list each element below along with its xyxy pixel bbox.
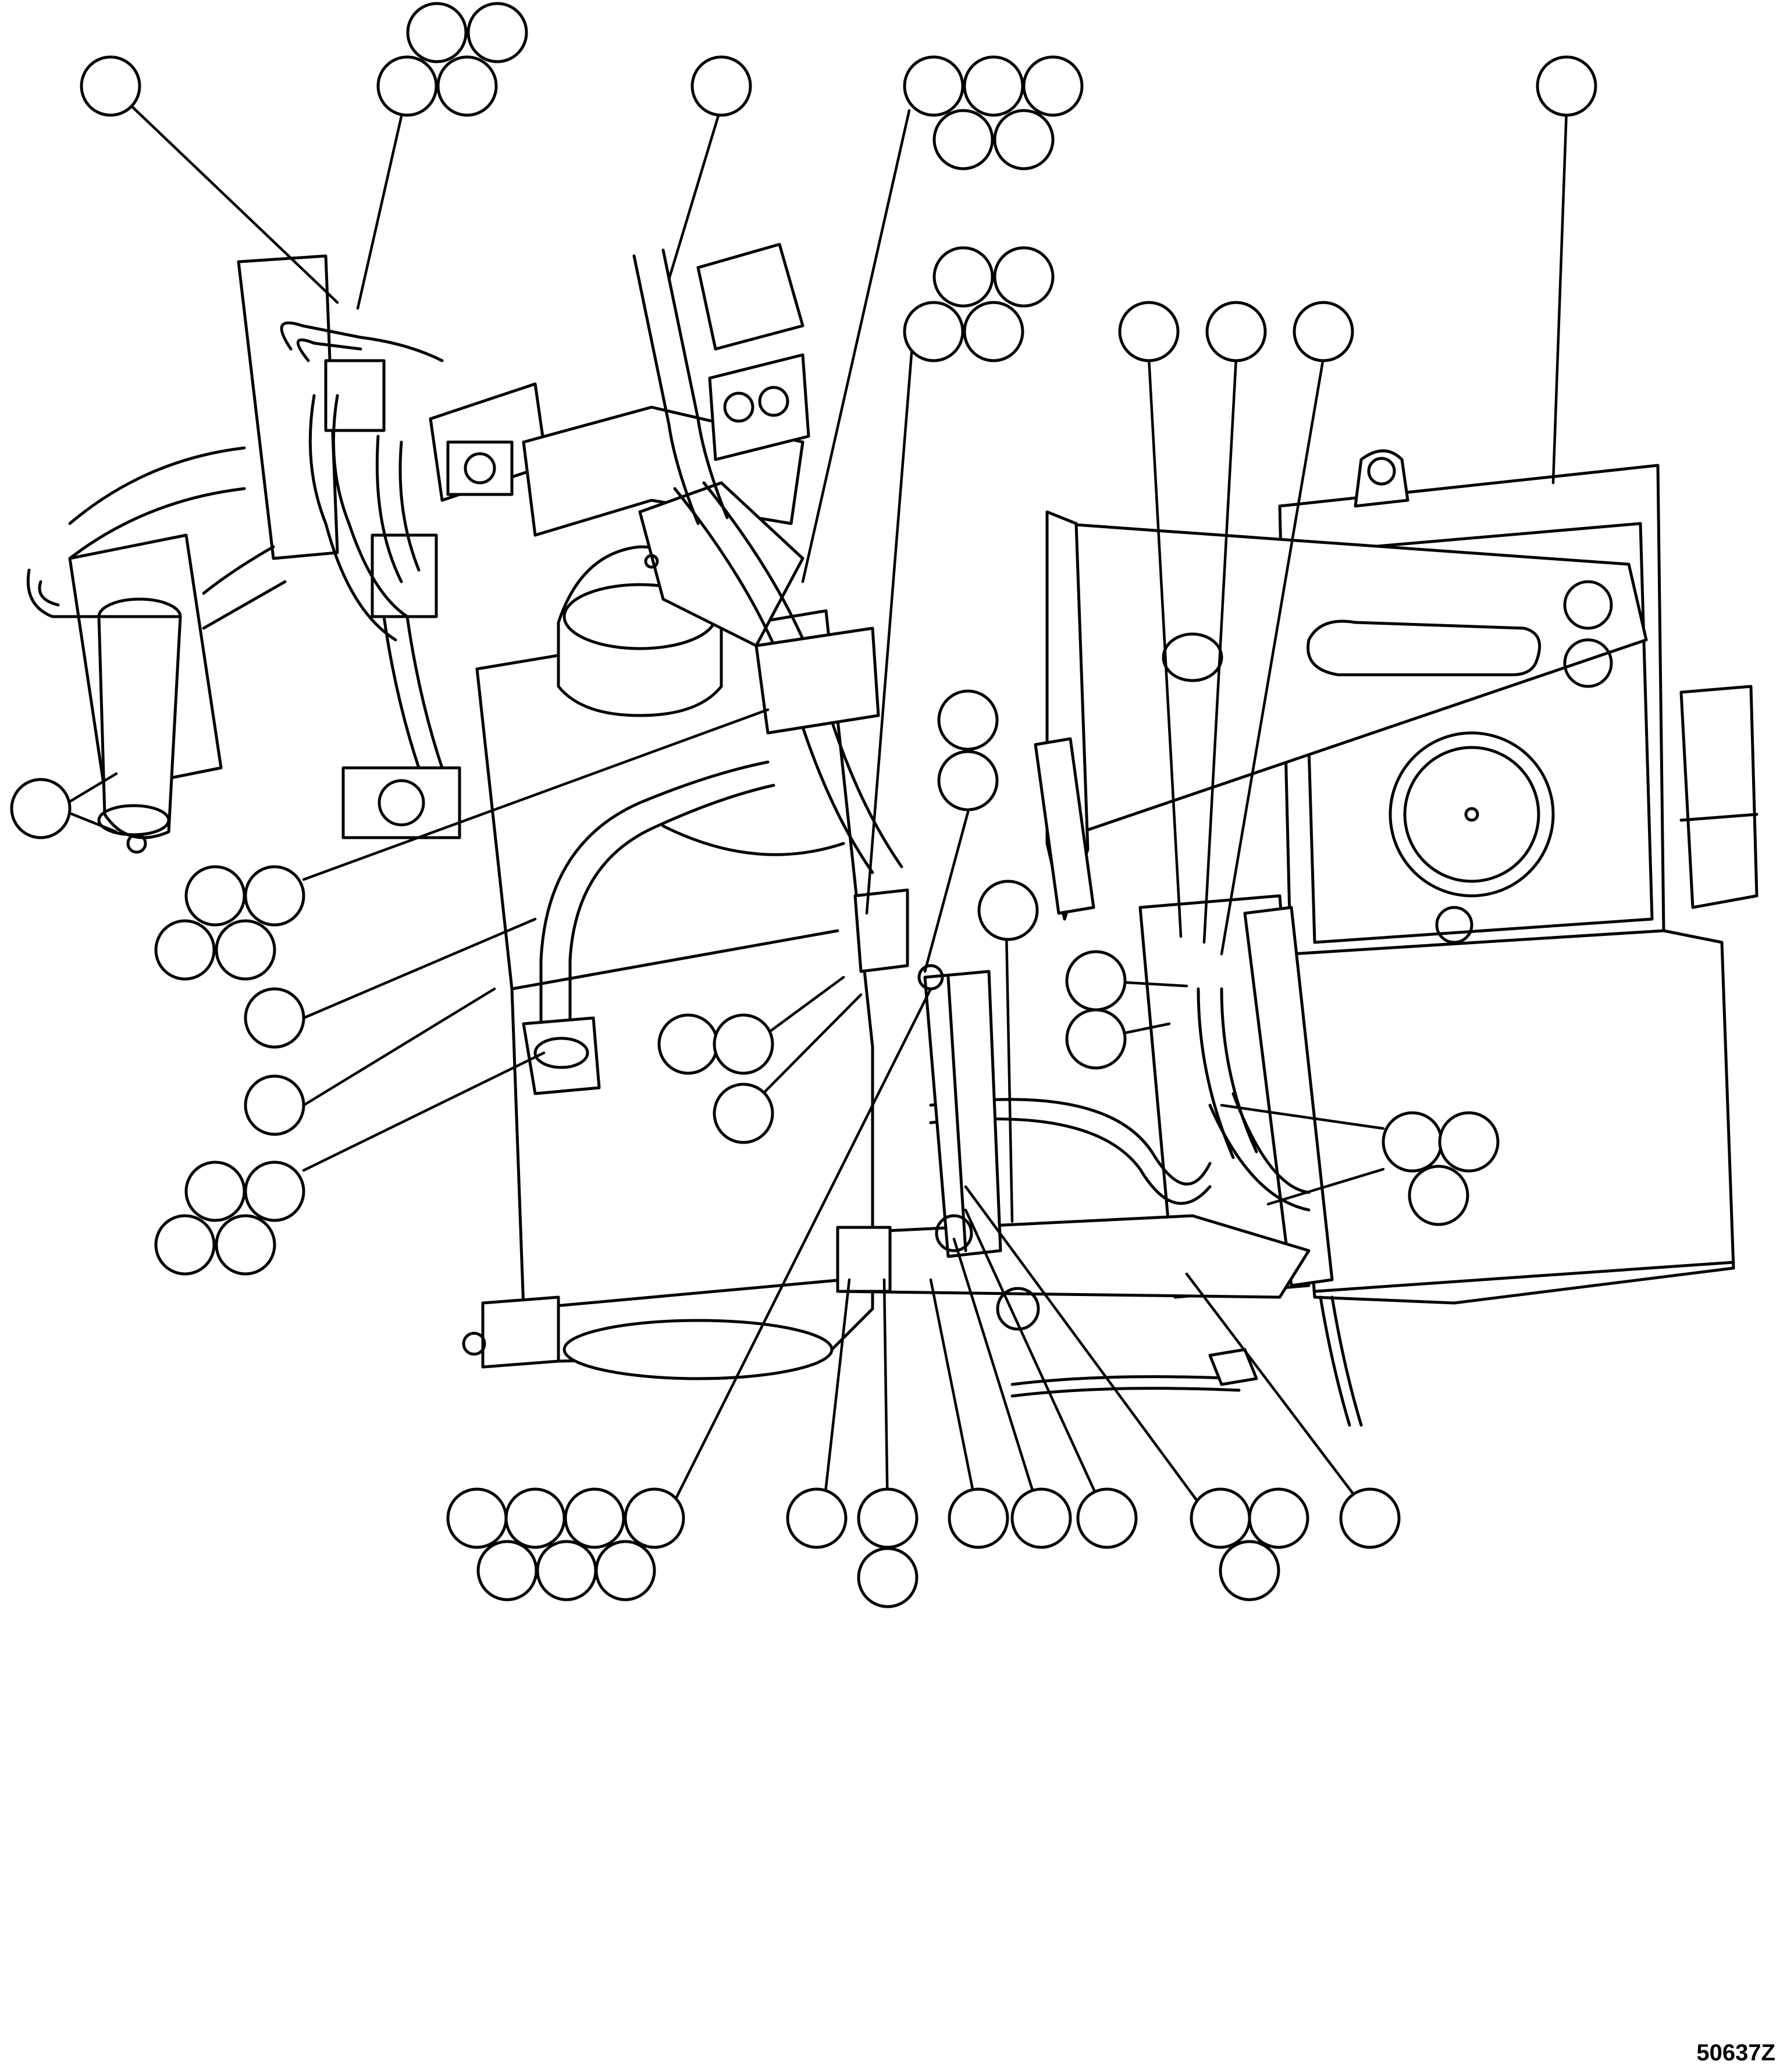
callout-group-g17	[244, 1074, 305, 1136]
callout-group-g24	[786, 1487, 848, 1549]
callout-group-g19	[1065, 950, 1127, 1012]
callout-group-g25	[948, 1487, 1009, 1549]
callout-group-g06	[903, 246, 1055, 362]
callout-group-g02	[376, 2, 528, 117]
callout-group-g01	[80, 55, 141, 117]
callout-group-g28	[1339, 1487, 1401, 1549]
callout-group-g12	[10, 778, 72, 839]
callout-group-g22	[1065, 1008, 1127, 1070]
callout-group-g05	[1536, 55, 1597, 117]
callout-group-g14	[657, 1013, 774, 1075]
callout-balloons	[10, 2, 1597, 1608]
callout-g28b	[1076, 1487, 1138, 1549]
callout-group-g04	[903, 55, 1084, 170]
callout-group-g27	[1190, 1487, 1309, 1601]
callout-group-g16	[154, 1160, 305, 1276]
callout-group-g10	[937, 689, 999, 811]
callout-group-g26	[1010, 1487, 1072, 1549]
callout-group-g18	[713, 1083, 774, 1144]
callout-group-g21	[446, 1487, 685, 1601]
callout-group-g20	[1382, 1111, 1500, 1226]
callout-group-g09	[1293, 301, 1354, 362]
leader-lines	[56, 84, 1568, 1520]
callout-group-g23	[857, 1487, 919, 1608]
callout-group-g15	[977, 880, 1039, 941]
callout-group-g03	[690, 55, 752, 117]
parts-linework	[26, 243, 1758, 1427]
callout-group-g13	[244, 987, 305, 1049]
callout-group-g08	[1205, 301, 1267, 362]
callout-group-g11	[154, 865, 305, 981]
drawing-number: 50637Z	[1696, 2040, 1775, 2066]
callout-group-g07	[1118, 301, 1180, 362]
